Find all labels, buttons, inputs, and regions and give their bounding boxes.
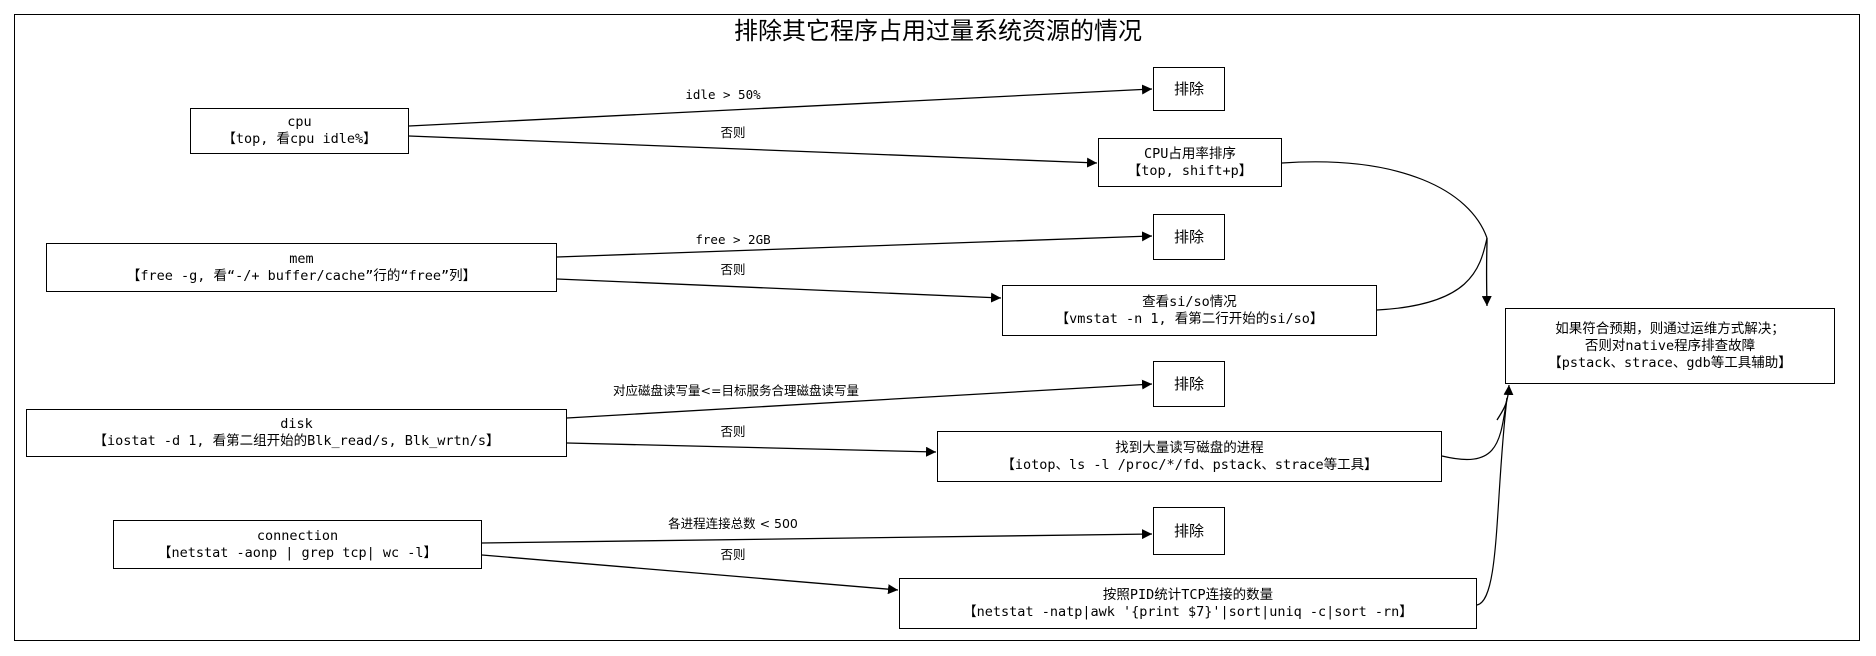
mem-exclude-label: 排除 <box>1173 227 1204 246</box>
disk-exclude-node: 排除 <box>1153 361 1225 407</box>
disk-node-title: disk <box>280 416 313 432</box>
edge-cpu-sort <box>408 135 1098 168</box>
disk-node-detail: 【iostat -d 1, 看第二组开始的Blk_read/s, Blk_wrt… <box>93 433 500 449</box>
cpu-sort-title: CPU占用率排序 <box>1144 145 1236 162</box>
edge-label-disk-else: 否则 <box>720 424 746 439</box>
edge-label-cpu-ok: idle > 50% <box>685 87 761 102</box>
disk-proc-node: 找到大量读写磁盘的进程 【iotop、ls -l /proc/*/fd、psta… <box>937 431 1442 482</box>
connection-node-detail: 【netstat -aonp | grep tcp| wc -l】 <box>158 544 437 561</box>
mem-node: mem 【free -g, 看“-/+ buffer/cache”行的“free… <box>46 243 557 292</box>
result-node: 如果符合预期，则通过运维方式解决； 否则对native程序排查故障 【pstac… <box>1505 308 1835 384</box>
connection-exclude-label: 排除 <box>1173 521 1204 540</box>
disk-proc-title: 找到大量读写磁盘的进程 <box>1115 439 1264 456</box>
cpu-node-detail: 【top, 看cpu idle%】 <box>222 131 377 147</box>
connection-count-detail: 【netstat -natp|awk '{print $7}'|sort|uni… <box>963 603 1413 620</box>
edge-mem-vmstat <box>556 278 1002 303</box>
edge-label-disk-ok: 对应磁盘读写量<=目标服务合理磁盘读写量 <box>613 383 859 398</box>
result-line-2: 否则对native程序排查故障 <box>1584 337 1756 354</box>
vmstat-node: 查看si/so情况 【vmstat -n 1, 看第二行开始的si/so】 <box>1002 285 1377 336</box>
edge-conn-count <box>481 554 899 595</box>
cpu-sort-node: CPU占用率排序 【top, shift+p】 <box>1098 138 1282 187</box>
edge-label-mem-else: 否则 <box>720 262 746 277</box>
connection-exclude-node: 排除 <box>1153 507 1225 555</box>
edge-disk-proc <box>566 442 937 457</box>
disk-proc-detail: 【iotop、ls -l /proc/*/fd、pstack、strace等工具… <box>1001 456 1378 473</box>
mem-node-detail: 【free -g, 看“-/+ buffer/cache”行的“free”列】 <box>126 267 477 284</box>
mem-exclude-node: 排除 <box>1153 214 1225 260</box>
edge-conn-exclude <box>481 529 1153 544</box>
diagram-title: 排除其它程序占用过量系统资源的情况 <box>734 17 1142 45</box>
edge-label-cpu-else: 否则 <box>720 125 746 140</box>
disk-node: disk 【iostat -d 1, 看第二组开始的Blk_read/s, Bl… <box>26 409 567 457</box>
edge-cpu-exclude <box>408 84 1153 127</box>
edge-label-conn-ok: 各进程连接总数 < 500 <box>668 516 798 531</box>
edge-diskproc-result <box>1441 397 1508 461</box>
edge-label-conn-else: 否则 <box>720 547 746 562</box>
result-line-3: 【pstack、strace、gdb等工具辅助】 <box>1548 354 1792 371</box>
vmstat-detail: 【vmstat -n 1, 看第二行开始的si/so】 <box>1055 310 1324 327</box>
cpu-exclude-label: 排除 <box>1173 79 1204 98</box>
edge-vmstat-result <box>1376 237 1488 311</box>
connection-node: connection 【netstat -aonp | grep tcp| wc… <box>113 520 482 569</box>
edge-disk-exclude <box>566 379 1153 419</box>
connection-count-node: 按照PID统计TCP连接的数量 【netstat -natp|awk '{pri… <box>899 578 1477 629</box>
edge-conncount-result <box>1476 397 1508 606</box>
cpu-node-title: cpu <box>287 114 312 130</box>
cpu-node: cpu 【top, 看cpu idle%】 <box>190 108 409 154</box>
diagram-frame <box>14 14 1860 641</box>
vmstat-title: 查看si/so情况 <box>1142 293 1237 310</box>
connection-node-title: connection <box>256 527 339 544</box>
cpu-exclude-node: 排除 <box>1153 67 1225 111</box>
edge-mem-exclude <box>556 231 1153 258</box>
mem-node-title: mem <box>289 250 314 267</box>
cpu-sort-detail: 【top, shift+p】 <box>1127 162 1253 179</box>
disk-exclude-label: 排除 <box>1173 374 1204 393</box>
result-line-1: 如果符合预期，则通过运维方式解决； <box>1555 320 1785 337</box>
edge-sort-result <box>1281 161 1488 239</box>
edge-merge-arrow-2 <box>1496 384 1514 421</box>
connection-count-title: 按照PID统计TCP连接的数量 <box>1102 586 1274 603</box>
edge-label-mem-ok: free > 2GB <box>695 232 771 247</box>
